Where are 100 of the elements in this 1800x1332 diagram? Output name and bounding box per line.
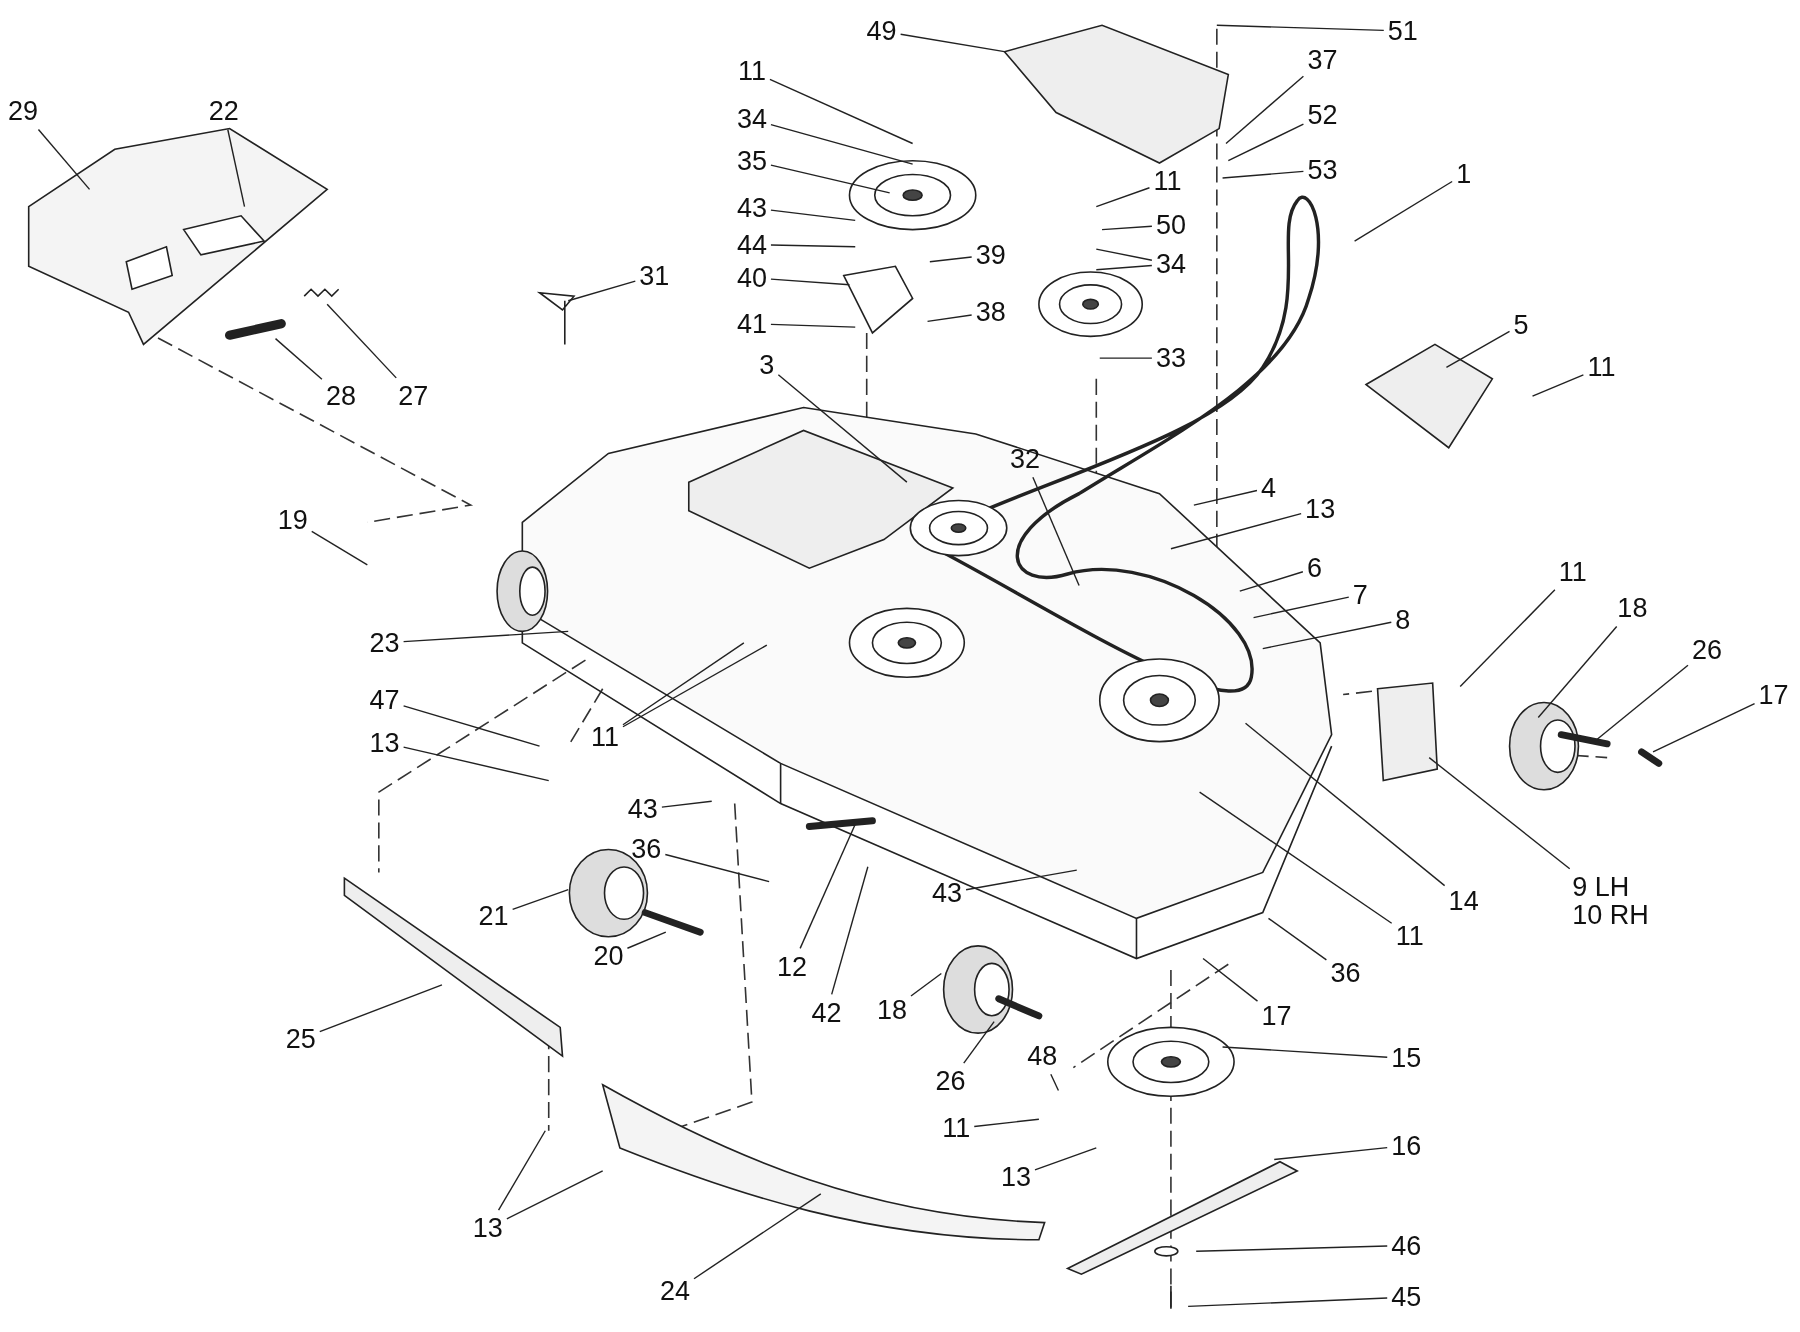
leader-line (1531, 374, 1585, 397)
callout-number: 51 (1387, 16, 1418, 46)
leader-line (963, 1020, 995, 1064)
leader-line (1034, 1147, 1097, 1171)
callout-number: 1 (1456, 160, 1472, 189)
callout-number: 37 (1307, 45, 1338, 74)
leader-line (1225, 75, 1305, 145)
callout-number: 32 (1010, 445, 1041, 474)
callout-number: 35 (736, 146, 767, 175)
leader-line (910, 972, 943, 997)
callout-number: 13 (1000, 1162, 1031, 1191)
leader-line (1267, 917, 1328, 961)
callout-number: 3 (759, 350, 775, 380)
leader-line (1095, 248, 1153, 261)
callout-number: 40 (736, 263, 767, 292)
leader-line (1537, 625, 1618, 719)
callout-number: 11 (590, 722, 619, 752)
callout-number: 11 (1395, 921, 1424, 950)
leader-line (1216, 24, 1385, 32)
leader-line (511, 888, 569, 911)
callout-number: 14 (1448, 886, 1479, 916)
leader-line (1262, 621, 1392, 650)
leader-line (777, 373, 908, 483)
callout-number: 26 (1692, 635, 1722, 664)
leader-line (402, 705, 541, 747)
leader-line (402, 630, 569, 643)
callout-number: 44 (736, 230, 767, 259)
callout-number: 33 (1155, 344, 1186, 373)
callout-number: 43 (627, 795, 658, 824)
leader-line (506, 1170, 604, 1220)
leader-line (497, 1130, 546, 1211)
leader-line (1050, 1073, 1060, 1092)
leader-line (1239, 571, 1304, 592)
leader-line (1445, 330, 1511, 369)
callout-number: 39 (975, 240, 1006, 269)
leader-line (622, 644, 768, 728)
callout-number: 24 (660, 1277, 690, 1306)
leader-line (319, 984, 443, 1033)
callout-number: 50 (1155, 210, 1186, 240)
leader-line (1101, 225, 1153, 231)
leader-line (926, 314, 973, 323)
callout-number: 27 (398, 381, 429, 411)
callout-number: 47 (369, 686, 400, 715)
leader-line (799, 823, 856, 950)
leader-line (770, 278, 851, 286)
leader-line (973, 1118, 1040, 1128)
callout-number: 49 (866, 16, 897, 46)
leader-line (770, 323, 856, 328)
leader-line (227, 128, 246, 208)
callout-number: 23 (369, 628, 400, 657)
leader-line (770, 209, 856, 222)
leader-line (693, 1193, 822, 1280)
callout-number: 11 (1558, 557, 1587, 586)
leader-line (769, 78, 914, 145)
callout-number: 11 (737, 57, 766, 86)
leader-line (1252, 596, 1350, 619)
leader-line (965, 869, 1078, 891)
callout-number: 13 (1305, 494, 1336, 523)
leader-line (1221, 170, 1305, 179)
leader-line (1170, 512, 1302, 550)
callout-number: 42 (811, 998, 842, 1027)
callout-number: 25 (285, 1024, 316, 1054)
leader-line (37, 128, 91, 191)
leader-line (1353, 180, 1453, 242)
callout-number: 31 (639, 261, 670, 290)
callout-number: 13 (472, 1214, 503, 1243)
callout-number: 20 (593, 942, 624, 971)
callout-number: 46 (1391, 1231, 1422, 1260)
callout-number: 4 (1260, 473, 1276, 503)
callout-number: 53 (1307, 155, 1338, 185)
leader-line (770, 244, 856, 248)
callout-number: 9 LH (1572, 872, 1631, 902)
leader-line (326, 303, 397, 379)
callout-number: 52 (1307, 100, 1338, 129)
callout-number: 29 (7, 97, 38, 126)
leader-line (661, 800, 713, 808)
callout-number: 5 (1513, 310, 1529, 340)
leader-line (1032, 476, 1080, 587)
callout-number: 15 (1391, 1044, 1422, 1073)
leader-line (770, 164, 891, 194)
leader-line (402, 746, 550, 782)
callout-number: 8 (1395, 605, 1411, 635)
leader-line (1227, 123, 1305, 162)
callout-number: 17 (1758, 680, 1789, 709)
leader-line (1099, 357, 1153, 359)
leader-line (567, 280, 636, 302)
callout-number: 21 (478, 901, 509, 931)
leader-line (1652, 702, 1756, 753)
leader-line (929, 256, 973, 263)
callout-number: 45 (1391, 1283, 1422, 1312)
callout-number: 41 (736, 309, 767, 338)
callout-number: 36 (631, 835, 662, 864)
leader-line (770, 124, 914, 165)
leader-line (1095, 264, 1153, 271)
leader-line (626, 931, 667, 949)
callout-number: 11 (1153, 167, 1182, 196)
leader-line (1187, 1297, 1388, 1308)
callout-number: 36 (1330, 959, 1361, 988)
callout-number: 10 RH (1572, 901, 1649, 930)
leader-line (1202, 957, 1259, 1002)
